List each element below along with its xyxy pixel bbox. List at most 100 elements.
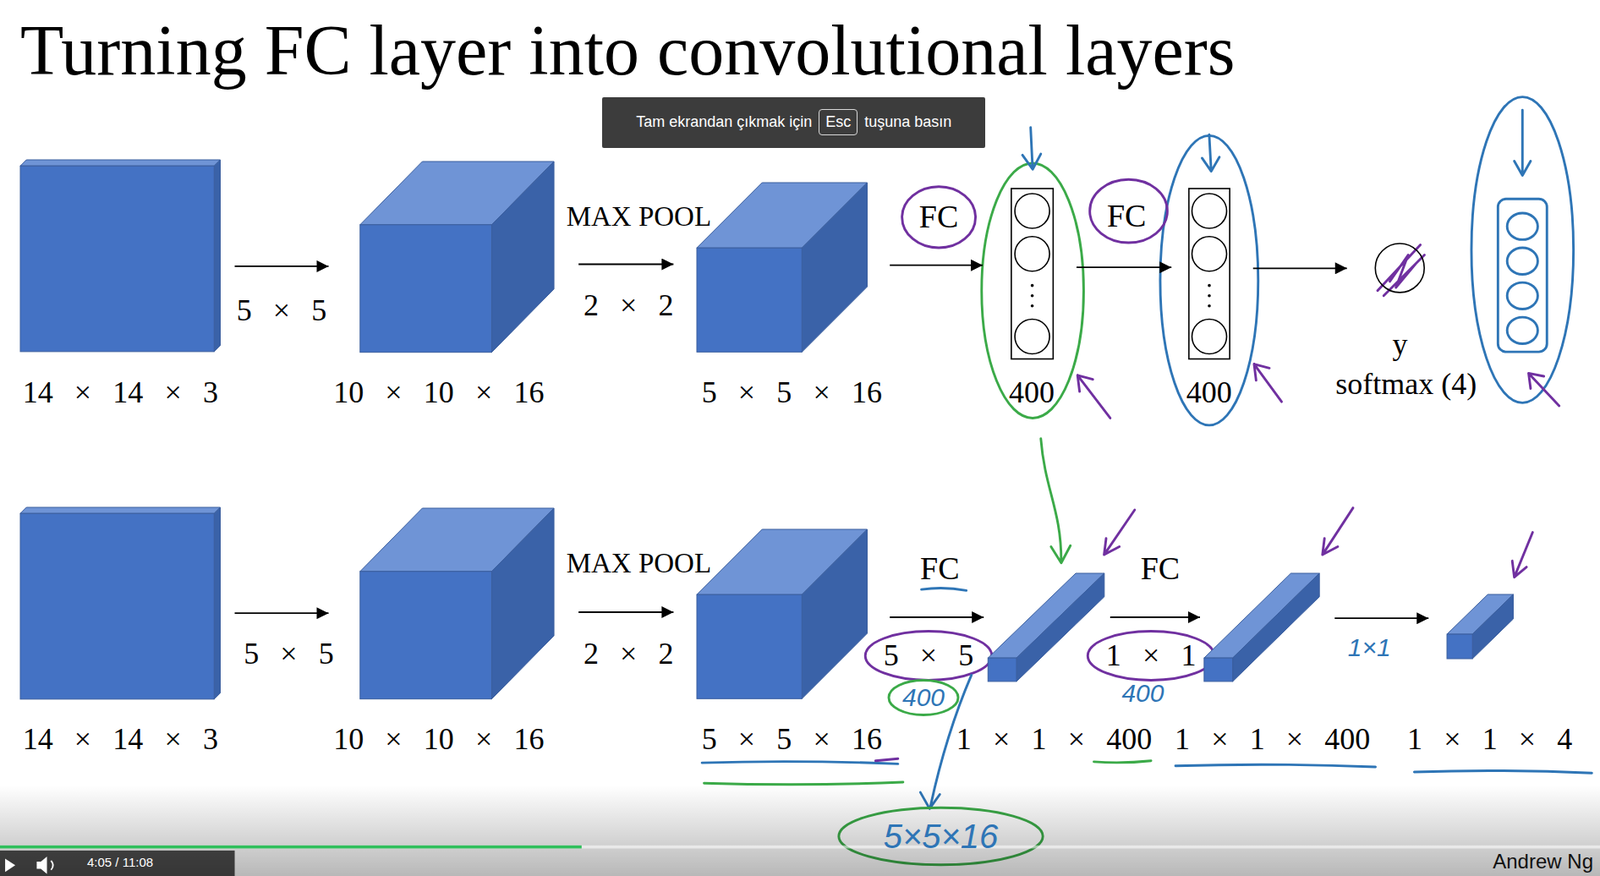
handwritten-note: 400 (902, 683, 945, 713)
volume-front-face (987, 657, 1017, 682)
hand-loop (981, 163, 1085, 419)
hand-tick (875, 758, 899, 761)
layer-arrow (889, 264, 983, 267)
play-icon (5, 858, 16, 872)
fullscreen-notice: Tam ekrandan çıkmak için tuşuna basın Esc (602, 97, 986, 148)
video-time: 4:05 / 11:08 (87, 855, 154, 871)
hand-arrow (1077, 375, 1111, 419)
volume-side-face (1016, 573, 1105, 682)
volume-front-face (20, 513, 214, 700)
layer-arrow (1076, 266, 1172, 269)
filter-size: 5 × 5 (883, 638, 975, 674)
hand-unit (1506, 247, 1538, 274)
volume-side-face (801, 529, 867, 699)
ellipsis-dot (1030, 284, 1035, 288)
operation-label: MAX POOL (566, 547, 712, 581)
output-unit-shape (1375, 243, 1425, 293)
pool-size: 2 × 2 (583, 636, 674, 672)
hand-unit (1506, 213, 1538, 240)
dimension-label: 5 × 5 × 16 (701, 722, 883, 757)
dimension-label: 14 × 14 × 3 (22, 375, 219, 411)
volume-front-face (20, 166, 214, 353)
operation-label: MAX POOL (566, 201, 712, 234)
hand-loop (1471, 97, 1574, 404)
ellipsis-dot (1207, 284, 1211, 288)
volume-icon (36, 856, 47, 875)
kernel-size: 5 × 5 (236, 293, 328, 329)
conv-output-volume: 1 × 1 × 4 (1402, 590, 1577, 762)
conv-output-volume: 1 × 1 × 400 (1170, 569, 1375, 762)
neuron (1014, 319, 1050, 355)
conv-output-volume-shape (1446, 594, 1513, 659)
dimension-label: 1 × 1 × 4 (1407, 722, 1573, 757)
feature-volume: 5 × 5 × 16 (692, 178, 887, 415)
hand-circle (865, 631, 992, 681)
layer-type-label: FC (1140, 550, 1180, 588)
unit-count: 400 (1008, 375, 1055, 411)
player-shade (0, 785, 1600, 876)
ellipsis-dot (1030, 304, 1035, 308)
volume-side-face (213, 507, 220, 700)
handwritten-note: 1×1 (1347, 633, 1392, 664)
neuron (1014, 193, 1050, 229)
conv-output-volume-shape (1204, 573, 1320, 682)
feature-volume-shape (360, 508, 554, 700)
feature-volume-shape (696, 182, 868, 352)
volume-side-face (492, 508, 555, 700)
output-label: softmax (4) (1335, 367, 1477, 402)
neuron-layer: 400 (1182, 184, 1237, 415)
feature-volume: 5 × 5 × 16 (692, 525, 887, 762)
unit-count: 400 (1186, 375, 1233, 411)
layer-type-label: FC (920, 550, 959, 588)
hand-arrow (1022, 127, 1042, 170)
hand-arrow (1322, 508, 1354, 555)
feature-volume: 10 × 10 × 16 (328, 504, 559, 762)
key-label: Esc (825, 113, 851, 132)
layer-arrow (578, 263, 674, 266)
hand-circle (902, 186, 976, 248)
hand-arrow (1528, 372, 1560, 406)
neuron (1191, 236, 1227, 272)
volume-side-face (492, 161, 555, 353)
layer-arrow (578, 611, 674, 614)
volume-top-face (20, 159, 221, 166)
volume-front-face (696, 247, 802, 352)
dimension-label: 10 × 10 × 16 (333, 375, 544, 411)
hand-arrow (1201, 134, 1220, 171)
input-volume-shape (20, 159, 221, 352)
hand-underline (1094, 761, 1152, 763)
ellipsis-dot (1207, 304, 1211, 308)
dimension-label: 5 × 5 × 16 (701, 375, 883, 411)
volume-front-face (360, 571, 493, 700)
volume-side-face (213, 159, 220, 352)
volume-side-face (1472, 594, 1513, 659)
key-cap: Esc (818, 109, 858, 136)
volume-front-face (360, 224, 493, 352)
ellipsis-dot (1207, 294, 1211, 298)
layer-arrow (889, 616, 984, 619)
ellipsis-dot (1030, 294, 1035, 298)
notice-text: Tam ekrandan çıkmak için (635, 113, 812, 132)
hand-circle (1087, 631, 1215, 681)
dimension-label: 1 × 1 × 400 (1174, 722, 1370, 757)
hand-loop (1160, 135, 1259, 426)
neuron-layer-shape (1189, 188, 1230, 360)
player-controls-ground (0, 850, 236, 876)
hand-underline (1413, 770, 1592, 773)
notice-text: tuşuna basın (864, 113, 952, 132)
neuron-layer: 400 (1004, 184, 1059, 415)
dimension-label: 1 × 1 × 400 (956, 722, 1152, 757)
hand-unit (1506, 317, 1538, 344)
hand-circle (1090, 179, 1168, 243)
volume-front-face (1446, 635, 1473, 660)
filter-size: 1 × 1 (1106, 638, 1197, 674)
conv-output-volume-shape (987, 573, 1105, 682)
feature-volume: 10 × 10 × 16 (328, 157, 559, 416)
layer-frame (1189, 188, 1230, 360)
hand-arrow (1512, 532, 1533, 578)
input-volume: 14 × 14 × 3 (16, 155, 225, 415)
hand-unit (1506, 282, 1538, 309)
hand-underline (921, 588, 967, 592)
hand-arrow (1254, 364, 1283, 403)
layer-type-label: FC (1106, 197, 1146, 236)
